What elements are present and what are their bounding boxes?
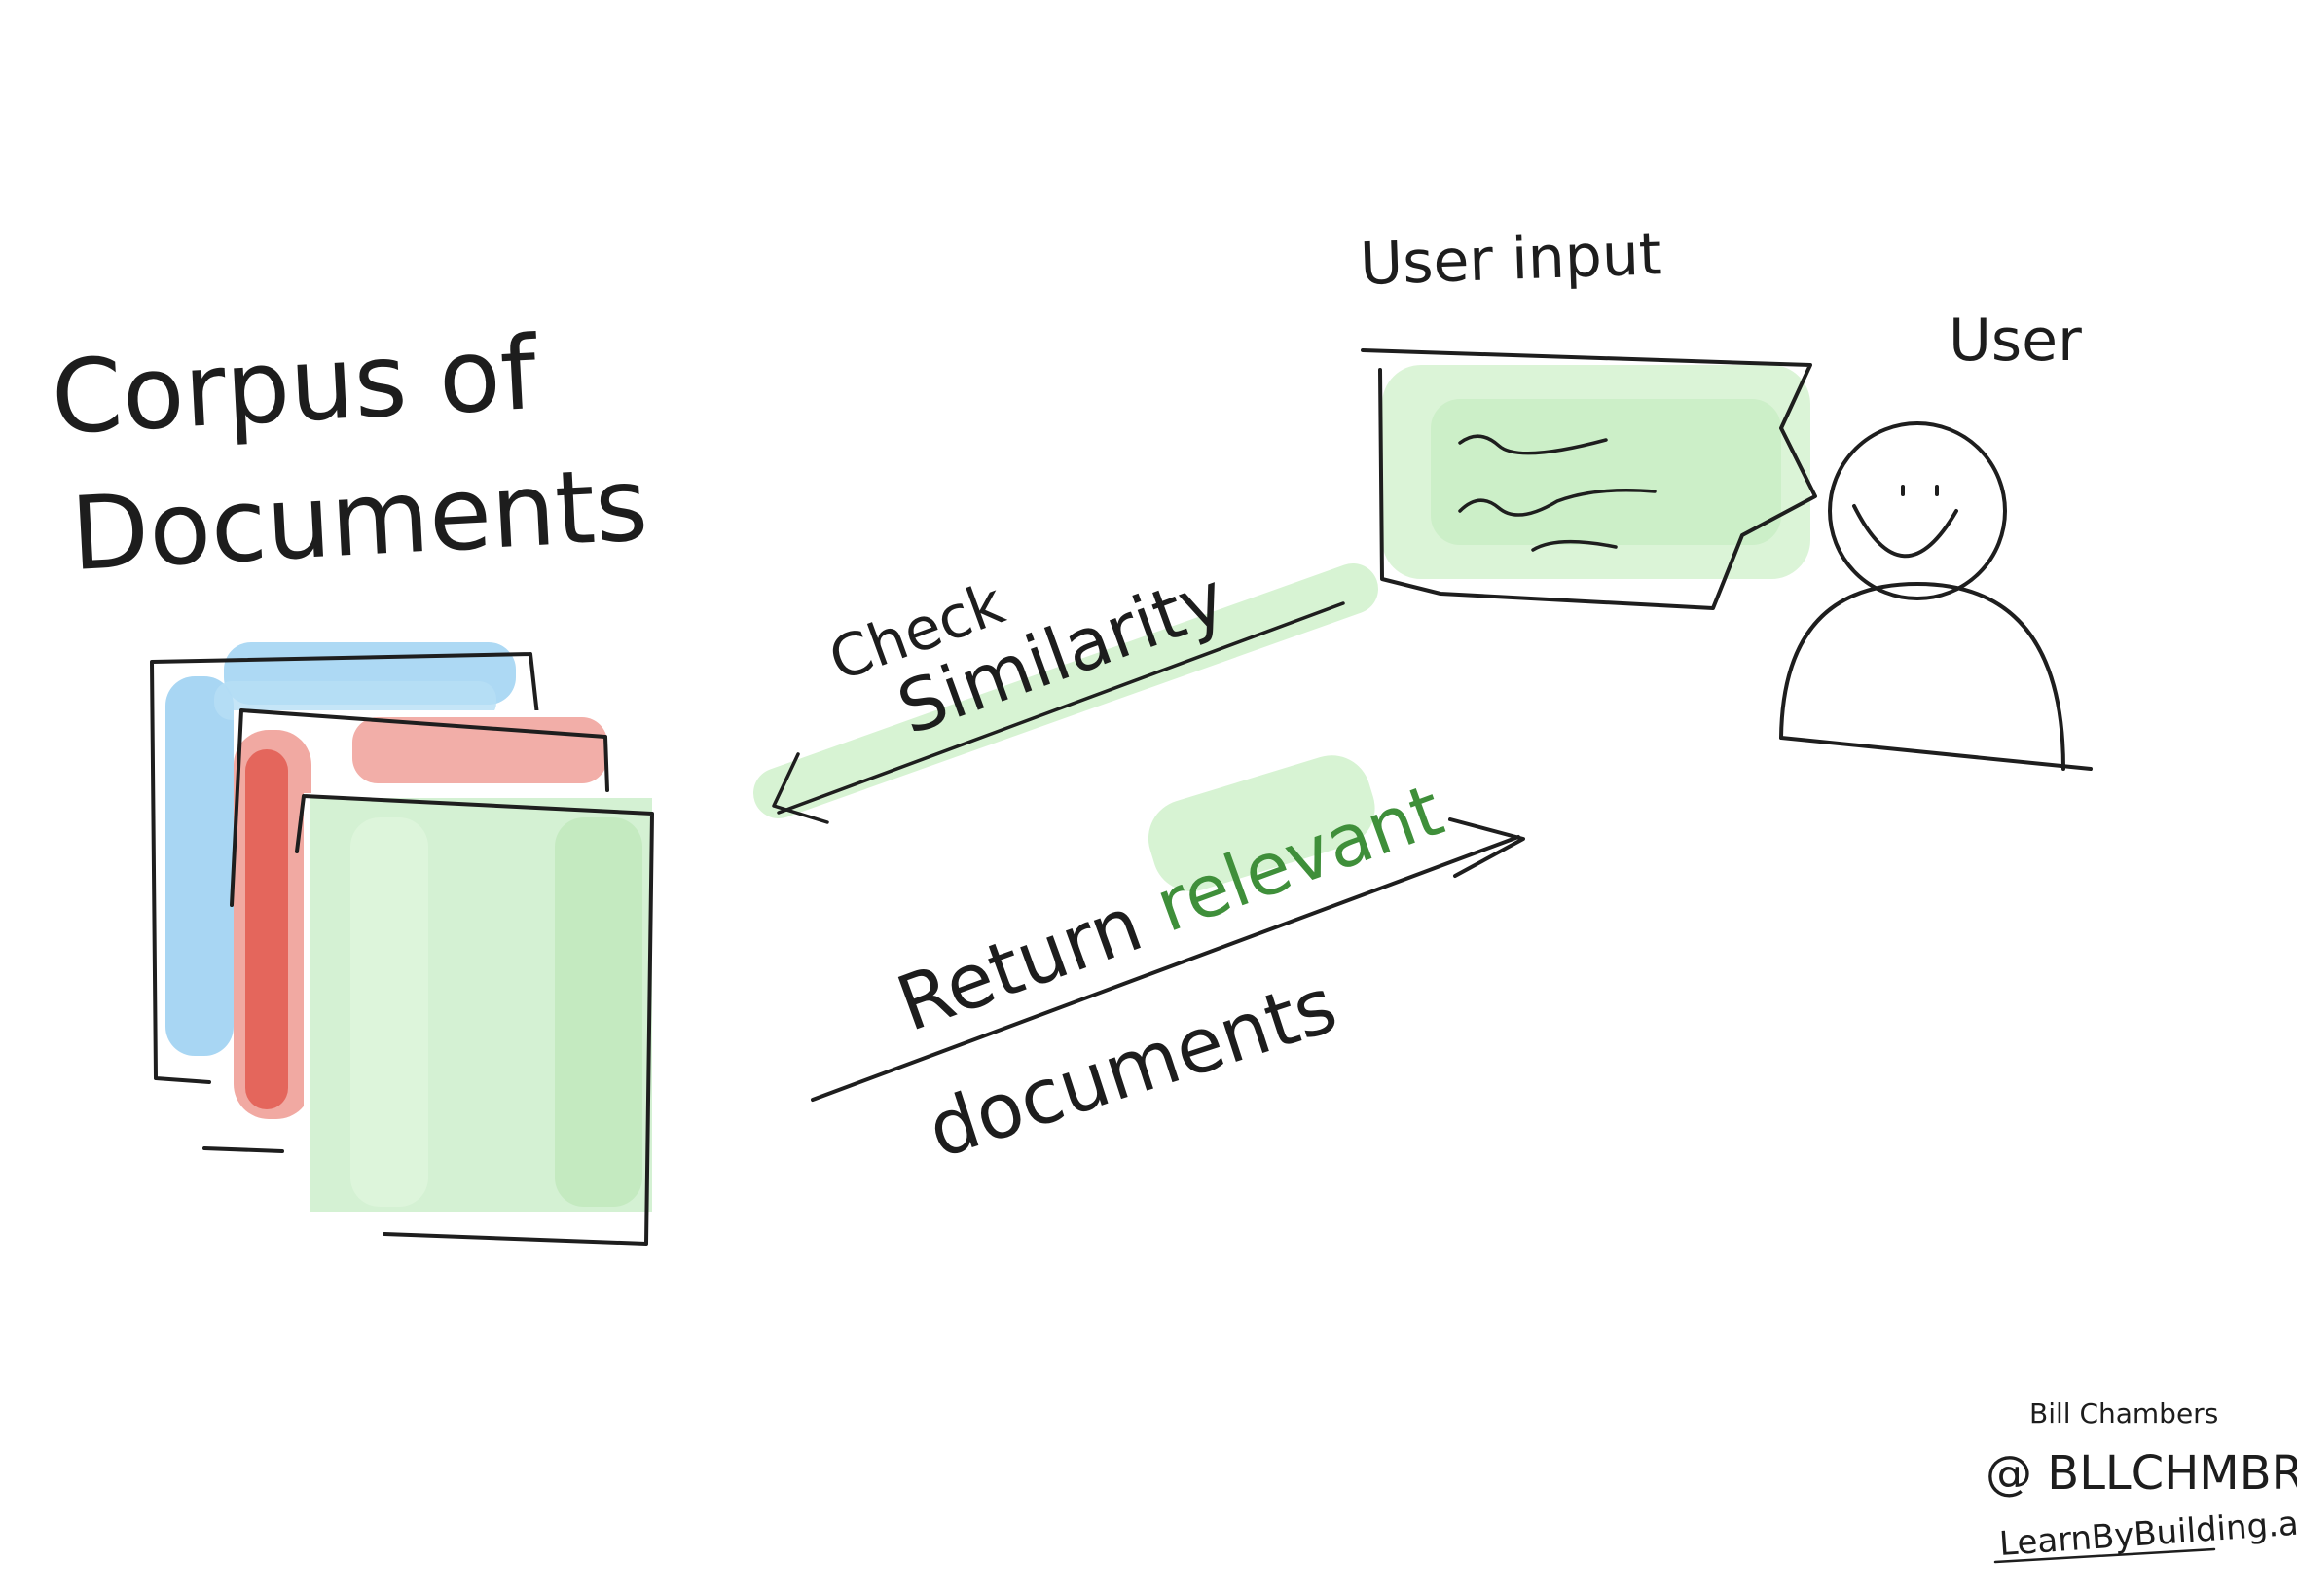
signature: Bill Chambers @ BLLCHMBRS LearnByBuildin… — [1986, 1397, 2297, 1564]
check-similarity-arrow — [753, 563, 1378, 824]
return-documents-arrow — [811, 817, 1525, 1102]
signature-site: LearnByBuilding.ai — [1998, 1504, 2297, 1564]
corpus-title-line1: Corpus of — [49, 313, 542, 457]
user-avatar-icon — [1779, 421, 2093, 771]
signature-name: Bill Chambers — [2029, 1397, 2218, 1430]
user-input-paper — [1361, 348, 1817, 610]
signature-handle: @ BLLCHMBRS — [1986, 1446, 2297, 1501]
relevant-highlight — [1148, 755, 1375, 891]
user-input-label: User input — [1359, 220, 1662, 299]
user-label: User — [1949, 307, 2082, 375]
document-stack — [150, 642, 654, 1246]
check-similarity-line2: Similarity — [888, 556, 1236, 750]
document-green — [295, 793, 654, 1246]
corpus-title-line2: Documents — [68, 445, 651, 594]
